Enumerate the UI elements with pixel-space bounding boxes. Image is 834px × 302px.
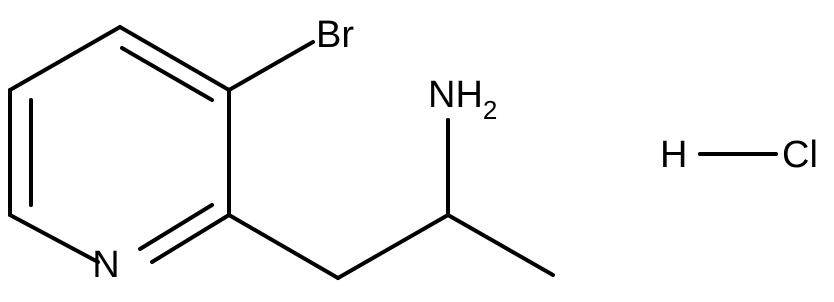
bond-c3-c2 xyxy=(150,213,231,264)
bond-ring-bromine xyxy=(227,40,315,92)
amine-main-label: NH xyxy=(428,74,483,116)
amine-label: NH2 xyxy=(428,74,497,125)
bromine-label: Br xyxy=(316,14,354,56)
bond-c3-c2-double xyxy=(138,203,214,251)
ring-nitrogen-label: N xyxy=(92,244,119,286)
bond-n-c1 xyxy=(8,213,100,264)
bond-c6-c5 xyxy=(8,25,122,92)
chlorine-label: Cl xyxy=(782,134,818,176)
bond-ring-ch2 xyxy=(227,213,340,280)
bond-ch-methyl xyxy=(446,213,555,277)
pyridine-ring xyxy=(8,25,231,264)
hydrogen-label: H xyxy=(660,134,687,176)
bond-c5-c4-double xyxy=(120,46,214,102)
bond-c5-c4 xyxy=(118,25,231,92)
amine-subscript: 2 xyxy=(483,95,497,125)
bond-ch2-ch xyxy=(336,213,450,280)
